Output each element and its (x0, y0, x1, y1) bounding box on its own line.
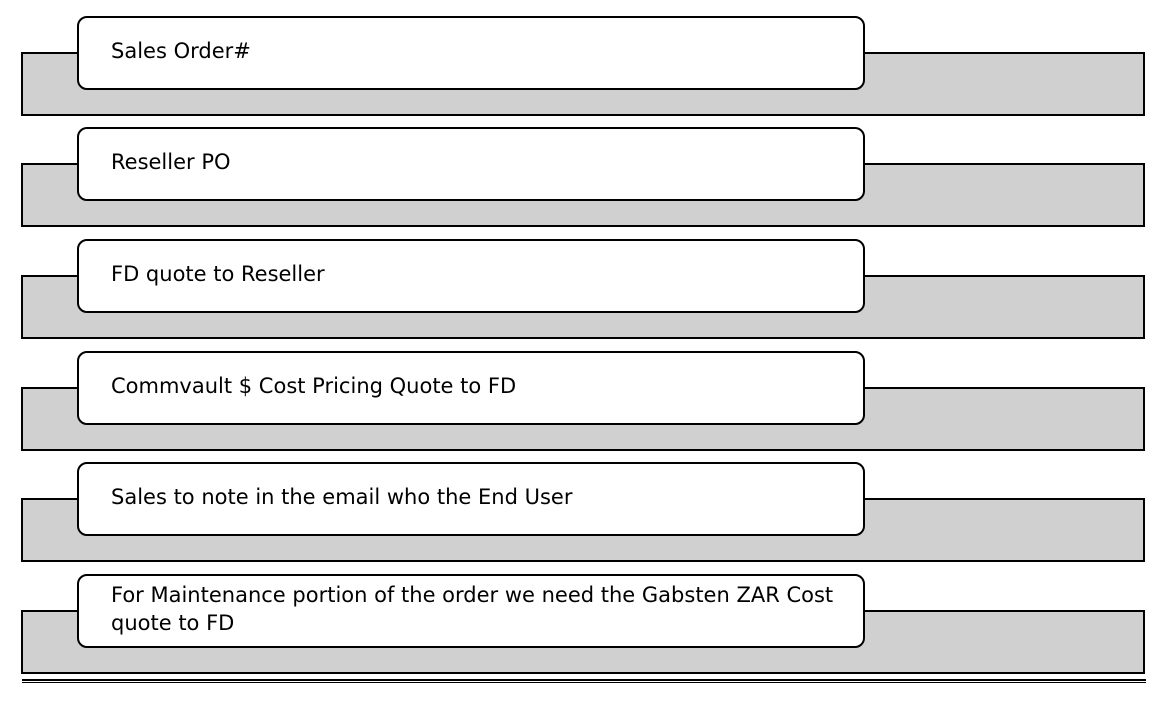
list-item-maintenance-quote: For Maintenance portion of the order we … (0, 574, 1170, 674)
list-item-fd-quote: FD quote to Reseller (0, 239, 1170, 339)
item-label-box: Reseller PO (77, 127, 865, 201)
item-label: For Maintenance portion of the order we … (111, 583, 834, 635)
item-label-box: Commvault $ Cost Pricing Quote to FD (77, 351, 865, 425)
item-label: Reseller PO (111, 150, 231, 174)
item-label: Sales to note in the email who the End U… (111, 485, 573, 509)
list-item-reseller-po: Reseller PO (0, 127, 1170, 227)
item-label-box: FD quote to Reseller (77, 239, 865, 313)
item-label: Commvault $ Cost Pricing Quote to FD (111, 374, 517, 398)
item-label: FD quote to Reseller (111, 262, 325, 286)
bottom-double-rule (22, 679, 1146, 683)
list-item-commvault-quote: Commvault $ Cost Pricing Quote to FD (0, 351, 1170, 451)
item-label-box: For Maintenance portion of the order we … (77, 574, 865, 648)
item-label: Sales Order# (111, 39, 251, 63)
list-item-sales-order: Sales Order# (0, 16, 1170, 116)
list-item-end-user-note: Sales to note in the email who the End U… (0, 462, 1170, 562)
item-label-box: Sales Order# (77, 16, 865, 90)
item-label-box: Sales to note in the email who the End U… (77, 462, 865, 536)
